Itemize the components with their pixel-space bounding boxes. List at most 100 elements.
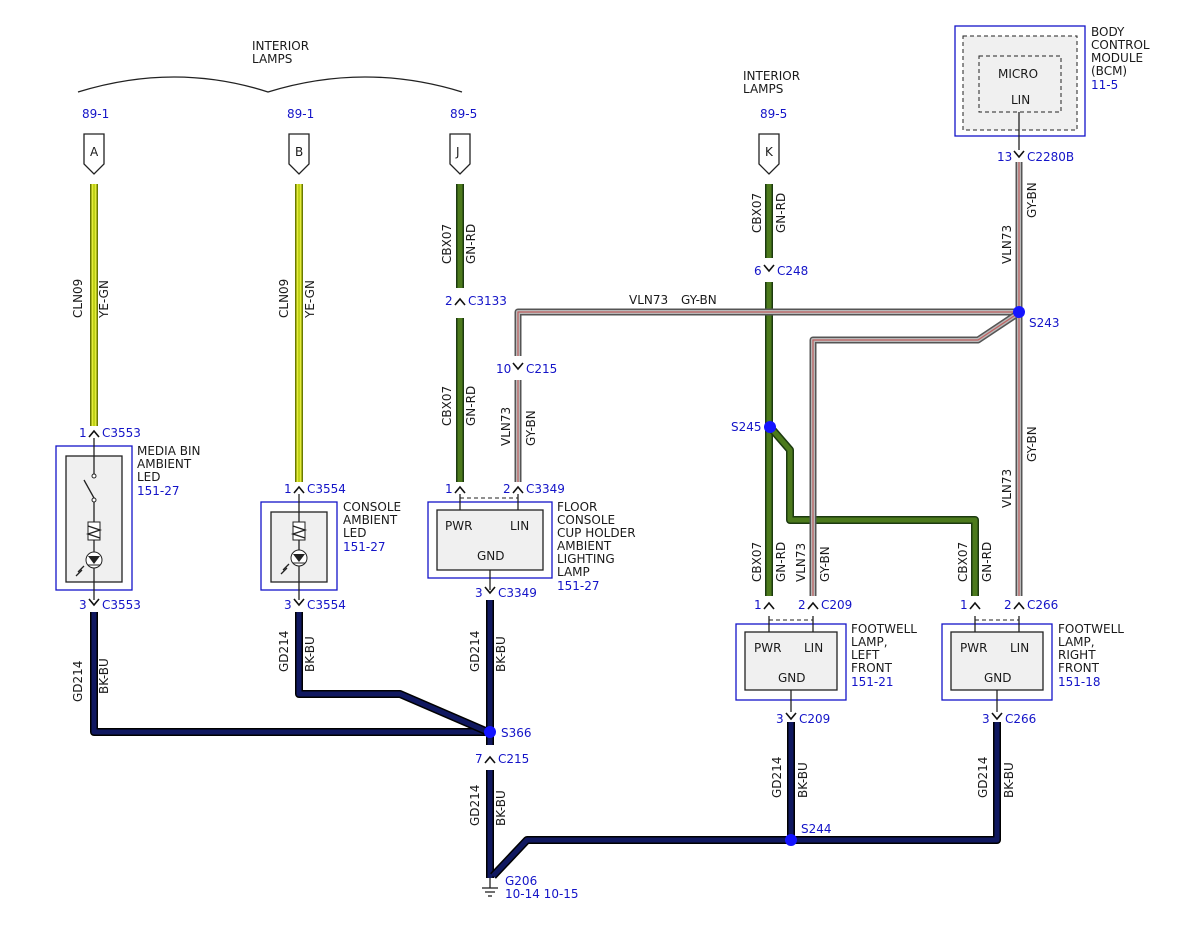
wire-cbx07-k — [765, 184, 979, 596]
connector-pin-number: 3 — [475, 586, 483, 600]
connector-name: C266 — [1005, 712, 1036, 726]
connector-arrow-icon — [1013, 601, 1025, 610]
wl-cln09-b-col: YE-GN — [303, 280, 317, 319]
connector-arrow-icon — [88, 598, 100, 607]
wl-vln73-bcm-col: GY-BN — [1025, 182, 1039, 218]
floor-name-l6: LAMP — [557, 565, 590, 579]
wire-vln73 — [514, 162, 1023, 596]
source-a-ref: 89-1 — [82, 107, 109, 121]
splice-s366-label: S366 — [501, 726, 532, 740]
wl-cbx07-j1-col: GN-RD — [464, 224, 478, 264]
wl-gd214-f-col: BK-BU — [494, 636, 508, 672]
wl-gd214-b-c: GD214 — [277, 631, 291, 672]
console-name-l3: LED — [343, 526, 367, 540]
wl-gd214-a-col: BK-BU — [97, 658, 111, 694]
splice-s245-label: S245 — [731, 420, 762, 434]
bcm-name-l1: BODY — [1091, 25, 1125, 39]
source-b: 89-1 B — [287, 107, 314, 175]
bcm-inner-box — [962, 35, 1078, 131]
connector-c209-pin-3: 3 C209 — [776, 712, 830, 726]
floor-name-l2: CONSOLE — [557, 513, 615, 527]
wl-vln73-floor-col: GY-BN — [524, 410, 538, 446]
connector-name: C3554 — [307, 598, 346, 612]
console-name-l2: AMBIENT — [343, 513, 398, 527]
wl-vln73-bcm-c: VLN73 — [1000, 225, 1014, 264]
source-k-id: K — [765, 145, 774, 159]
fw-right-pwr: PWR — [960, 641, 987, 655]
floor-name: FLOOR CONSOLE CUP HOLDER AMBIENT LIGHTIN… — [557, 500, 639, 579]
connector-name: C3349 — [498, 586, 537, 600]
connector-pin-number: 7 — [475, 752, 483, 766]
wl-cbx07-rf-c: CBX07 — [956, 542, 970, 582]
source-j-id: J — [455, 145, 460, 159]
connector-name: C3553 — [102, 598, 141, 612]
connector-arrow-icon — [484, 755, 496, 764]
media-bin-name: MEDIA BIN AMBIENT LED — [137, 444, 204, 484]
splice-s245-dot — [764, 421, 776, 433]
source-b-id: B — [295, 145, 303, 159]
connector-arrow-icon — [991, 712, 1003, 721]
connector-arrow-icon — [484, 586, 496, 595]
connector-pin-number: 3 — [776, 712, 784, 726]
bcm-module: MICRO LIN BODY CONTROL MODULE (BCM) 11-5 — [954, 25, 1150, 150]
connector-pin-number: 1 — [284, 482, 292, 496]
wl-vln73-horiz-col: GY-BN — [681, 293, 717, 307]
switch-icon — [83, 479, 95, 499]
bcm-name-l2: CONTROL — [1091, 38, 1150, 52]
connector-pin-number: 2 — [445, 294, 453, 308]
connector-pin-number: 2 — [503, 482, 511, 496]
fw-right-name: FOOTWELL LAMP, RIGHT FRONT — [1058, 622, 1128, 675]
connector-pin-number: 1 — [960, 598, 968, 612]
connector-pin-number: 3 — [79, 598, 87, 612]
fw-left-name-l2: LAMP, — [851, 635, 888, 649]
wl-gd214-b-col: BK-BU — [303, 636, 317, 672]
source-b-ref: 89-1 — [287, 107, 314, 121]
wl-gd214-rf-col: BK-BU — [1002, 762, 1016, 798]
component-footwell-left: PWR LIN GND FOOTWELL LAMP, LEFT FRONT 15… — [735, 616, 917, 712]
connector-pin-pin-1: 1 — [960, 598, 981, 612]
floor-name-l3: CUP HOLDER — [557, 526, 636, 540]
connector-name: C209 — [799, 712, 830, 726]
floor-inner — [436, 509, 544, 571]
source-a: 89-1 A — [82, 107, 109, 175]
group-header-left-l1: INTERIOR — [252, 39, 309, 53]
connector-arrow-icon — [763, 264, 775, 273]
wl-cbx07-j1-c: CBX07 — [440, 224, 454, 264]
component-console: CONSOLE AMBIENT LED 151-27 — [260, 494, 401, 600]
media-bin-name-l2: AMBIENT — [137, 457, 192, 471]
connector-name: C209 — [821, 598, 852, 612]
connector-c3349-pin-3: 3 C3349 — [475, 586, 537, 600]
fw-right-name-l3: RIGHT — [1058, 648, 1096, 662]
wl-cbx07-rf-col: GN-RD — [980, 542, 994, 582]
connector-arrow-icon — [454, 485, 466, 494]
floor-lin: LIN — [510, 519, 529, 533]
fw-left-name-l3: LEFT — [851, 648, 880, 662]
connector-name: C3553 — [102, 426, 141, 440]
fw-left-lin: LIN — [804, 641, 823, 655]
connector-pin-number: 1 — [445, 482, 453, 496]
wl-gd214-rf-c: GD214 — [976, 757, 990, 798]
console-ref: 151-27 — [343, 540, 386, 554]
connector-name: C215 — [526, 362, 557, 376]
bcm-lin-label: LIN — [1011, 93, 1030, 107]
connector-pin-number: 2 — [1004, 598, 1012, 612]
connector-pin-pin-1: 1 — [445, 482, 466, 496]
wl-vln73-lf-c: VLN73 — [794, 543, 808, 582]
source-a-flag — [83, 133, 105, 175]
connector-name: C2280B — [1027, 150, 1074, 164]
connector-pin-number: 6 — [754, 264, 762, 278]
floor-gnd: GND — [477, 549, 505, 563]
splice-s243-dot — [1013, 306, 1025, 318]
floor-name-l5: LIGHTING — [557, 552, 615, 566]
fw-right-name-l4: FRONT — [1058, 661, 1100, 675]
group-header-right: INTERIOR LAMPS — [743, 69, 804, 96]
media-bin-ref: 151-27 — [137, 484, 180, 498]
